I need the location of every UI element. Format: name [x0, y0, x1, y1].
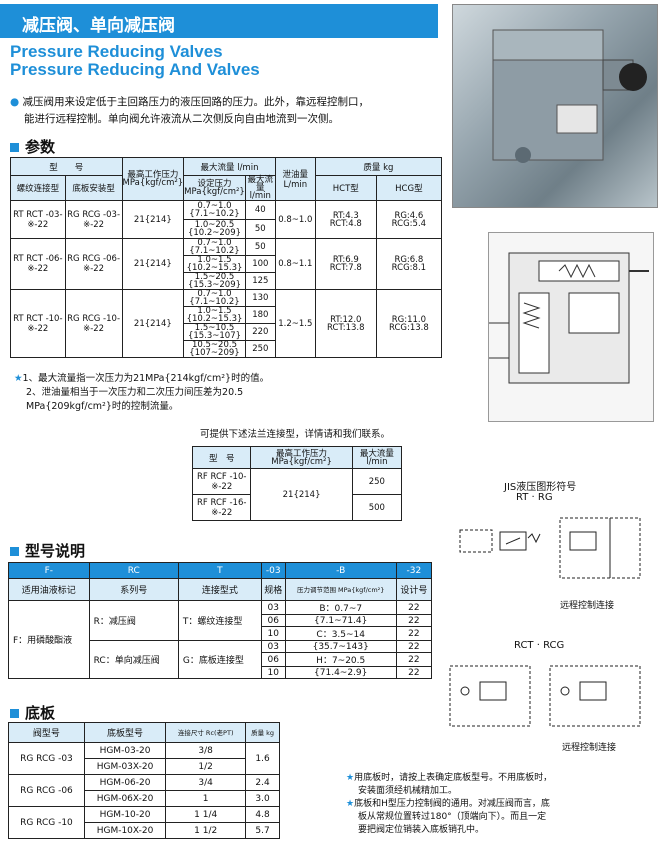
th-press: 最高工作压力 MPa{kgf/cm²} — [121, 157, 185, 201]
page-title: 减压阀、单向减压阀 — [22, 16, 175, 36]
section-diagram — [488, 232, 654, 422]
intro-text: ● 减压阀用来设定低于主回路压力的液压回路的压力。此外，靠远程控制口， 能进行远… — [10, 94, 450, 128]
model-table: F- RC T -03 -B -32 适用油液标记 系列号 连接型式 规格 压力… — [8, 562, 433, 679]
remote-label-1: 远程控制连接 — [560, 601, 615, 611]
th-flow: 最大流量 l/min — [183, 157, 276, 176]
jis-title: JIS液压图形符号 — [504, 482, 577, 493]
notes-2: ★用底板时，请按上表确定底板型号。不用底板时， 安装面须经机械精加工。 ★底板和… — [346, 773, 553, 835]
row2-plate: RG RCG -06-※-22 — [64, 238, 123, 290]
notes-1: ★1、最大流量指一次压力为21MPa{214kgf/cm²}时的值。 2、泄油量… — [14, 373, 270, 412]
row2-press: 21{214} — [121, 238, 185, 290]
plate-table: 阀型号 底板型号 连接尺寸 Rc(老PT) 质量 kg RG RCG -03 H… — [8, 722, 280, 839]
jis-symbols-top — [459, 517, 641, 579]
section-plate: 底板 — [10, 702, 55, 723]
row1-plate: RG RCG -03-※-22 — [64, 200, 123, 239]
th-hcg: HCG型 — [375, 175, 443, 201]
section-params: 参数 — [10, 136, 55, 157]
section-model: 型号说明 — [10, 540, 85, 561]
intro-line-1: 减压阀用来设定低于主回路压力的液压回路的压力。此外，靠远程控制口， — [22, 96, 370, 108]
flange-table: 型 号 最高工作压力 MPa{kgf/cm²} 最大流量 l/min RF RC… — [191, 446, 403, 521]
rt-rg-label: RT · RG — [516, 492, 553, 503]
params-table: 型 号 最高工作压力 MPa{kgf/cm²} 最大流量 l/min 泄油量 L… — [10, 157, 443, 358]
row1-press: 21{214} — [121, 200, 185, 239]
th-type: 型 号 — [10, 157, 123, 176]
jis-symbols-bottom — [449, 665, 641, 727]
row2-thread: RT RCT -06-※-22 — [10, 238, 66, 290]
rct-rcg-label: RCT · RCG — [514, 640, 565, 651]
title-en-1: Pressure Reducing Valves — [10, 42, 223, 61]
intro-line-2: 能进行远程控制。单向阀允许液流从二次侧反向自由地流到一次侧。 — [24, 113, 339, 125]
th-maxflow: 最大流量 l/min — [244, 175, 276, 201]
row3-press: 21{214} — [121, 289, 185, 358]
page-title-bar: 减压阀、单向减压阀 — [0, 4, 438, 38]
th-leak: 泄油量 L/min — [274, 157, 316, 201]
row3-plate: RG RCG -10-※-22 — [64, 289, 123, 358]
row1-thread: RT RCT -03-※-22 — [10, 200, 66, 239]
th-mass: 质量 kg — [314, 157, 443, 176]
th-thread: 螺纹连接型 — [10, 175, 66, 201]
flange-caption: 可提供下述法兰连接型，详情请和我们联系。 — [200, 429, 391, 440]
product-photo — [452, 4, 658, 208]
title-en-2: Pressure Reducing And Valves — [10, 60, 260, 79]
row3-thread: RT RCT -10-※-22 — [10, 289, 66, 358]
remote-label-2: 远程控制连接 — [562, 743, 617, 753]
th-hct: HCT型 — [314, 175, 377, 201]
th-plate: 底板安装型 — [64, 175, 123, 201]
th-setp: 设定压力 MPa{kgf/cm²} — [183, 175, 246, 201]
